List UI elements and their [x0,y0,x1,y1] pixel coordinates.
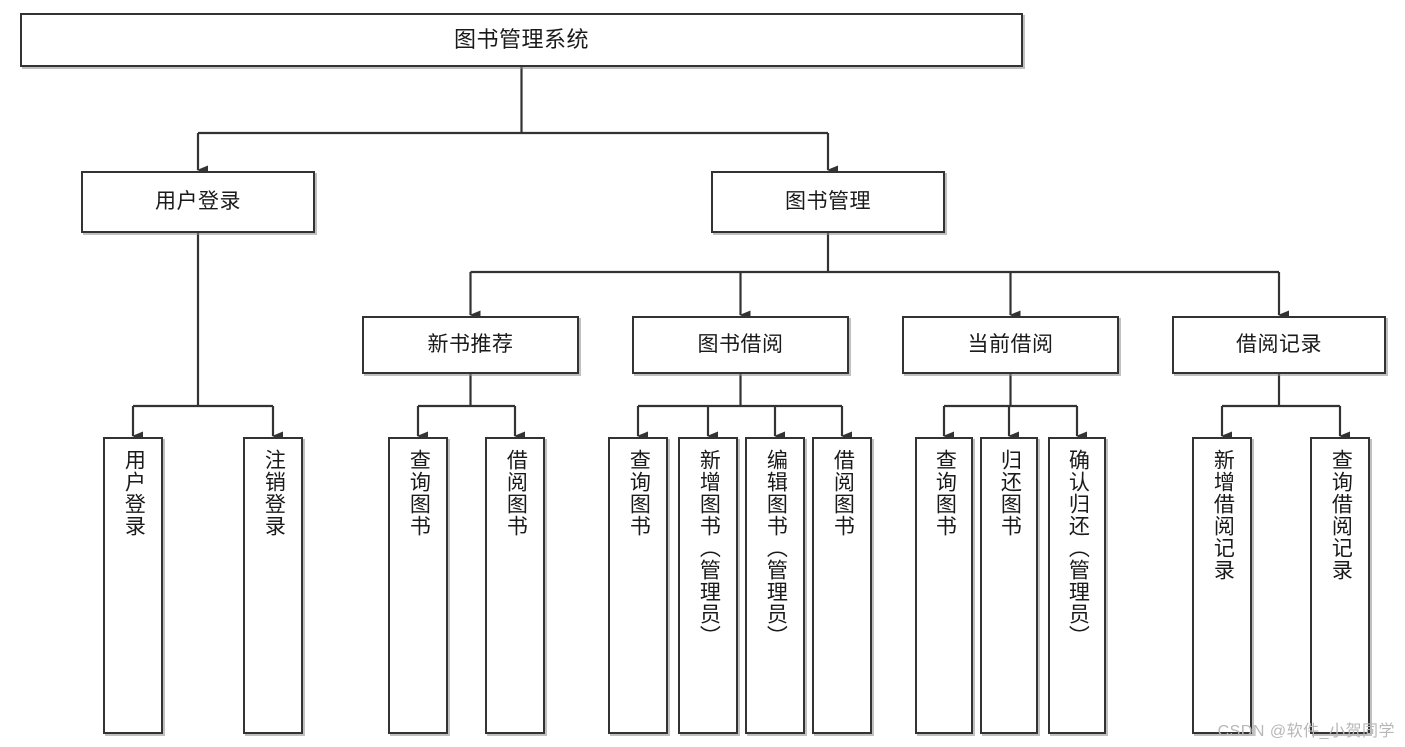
node-label: 新书推荐 [427,332,514,356]
node-leaf-records-1[interactable]: 新增借阅记录 [1192,437,1252,734]
node-label: 注销登录 [262,449,286,537]
node-root[interactable]: 图书管理系统 [20,13,1023,67]
node-label: 查询图书 [627,449,651,537]
node-leaf-current-3[interactable]: 确认归还（管理员） [1048,437,1106,734]
node-leaf-newbook-2[interactable]: 借阅图书 [485,437,545,734]
node-leaf-borrow-2[interactable]: 新增图书（管理员） [678,437,738,734]
node-leaf-login-2[interactable]: 注销登录 [243,437,303,734]
node-label: 确认归还（管理员） [1066,449,1090,647]
node-borrow[interactable]: 图书借阅 [632,316,849,374]
node-leaf-borrow-1[interactable]: 查询图书 [608,437,668,734]
node-label: 新增借阅记录 [1211,449,1235,581]
node-label: 编辑图书（管理员） [764,449,788,647]
node-leaf-borrow-4[interactable]: 借阅图书 [812,437,872,734]
node-leaf-current-2[interactable]: 归还图书 [980,437,1038,734]
node-newbook[interactable]: 新书推荐 [362,316,579,374]
node-label: 图书管理系统 [453,26,589,52]
watermark-text: CSDN @软件_小贺同学 [1217,723,1395,740]
node-bookmgmt[interactable]: 图书管理 [711,171,945,233]
node-leaf-login-1[interactable]: 用户登录 [103,437,163,734]
node-label: 借阅图书 [504,449,528,537]
node-leaf-newbook-1[interactable]: 查询图书 [388,437,448,734]
node-label: 查询借阅记录 [1329,449,1353,581]
node-label: 图书借阅 [697,332,784,356]
node-leaf-records-2[interactable]: 查询借阅记录 [1310,437,1370,734]
node-label: 新增图书（管理员） [697,449,721,647]
node-login[interactable]: 用户登录 [81,171,315,233]
node-label: 查询图书 [407,449,431,537]
node-label: 当前借阅 [967,332,1054,356]
node-label: 借阅记录 [1236,332,1322,356]
node-label: 归还图书 [998,449,1022,537]
node-label: 用户登录 [122,449,146,537]
node-records[interactable]: 借阅记录 [1172,316,1386,374]
node-label: 查询图书 [933,449,957,537]
node-leaf-current-1[interactable]: 查询图书 [915,437,973,734]
node-label: 用户登录 [155,189,241,213]
node-label: 借阅图书 [831,449,855,537]
node-label: 图书管理 [785,189,871,213]
node-leaf-borrow-3[interactable]: 编辑图书（管理员） [745,437,805,734]
node-current[interactable]: 当前借阅 [902,316,1119,374]
